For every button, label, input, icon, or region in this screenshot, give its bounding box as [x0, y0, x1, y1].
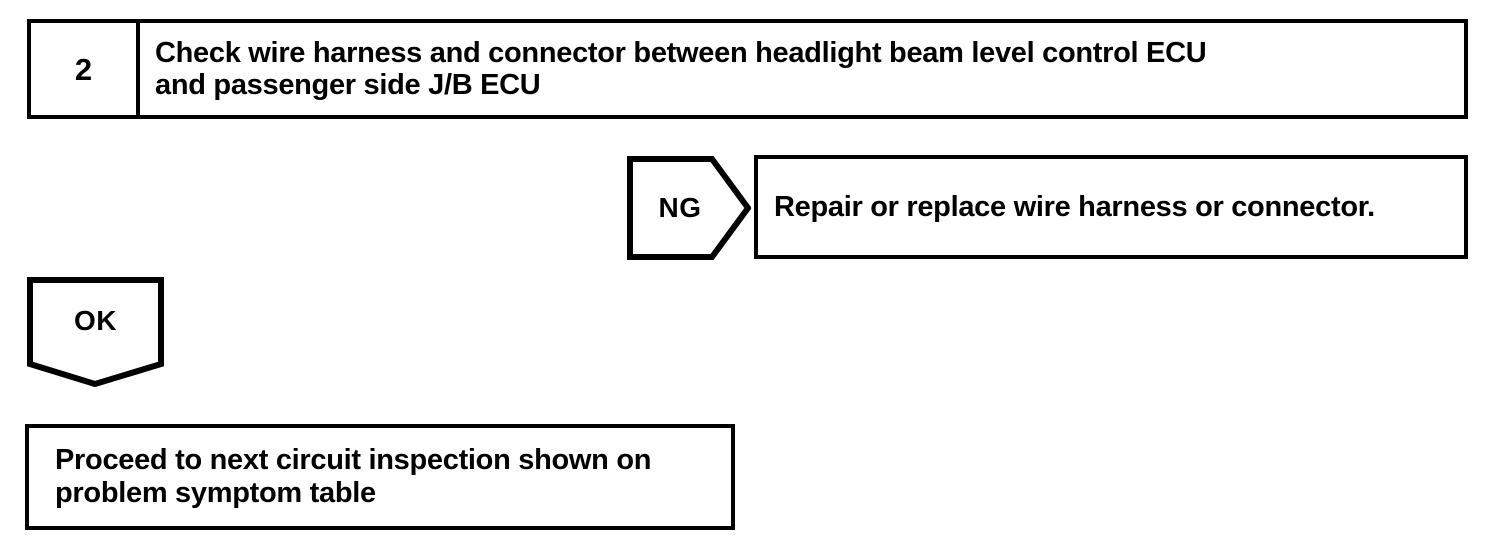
- step-instruction-cell: Check wire harness and connector between…: [140, 23, 1464, 115]
- ng-result-text: Repair or replace wire harness or connec…: [774, 190, 1375, 223]
- ok-result-text: Proceed to next circuit inspection shown…: [55, 443, 652, 509]
- ok-result-box: Proceed to next circuit inspection shown…: [25, 424, 735, 530]
- ng-branch-arrow: [627, 156, 751, 260]
- ok-branch-arrow: [27, 277, 164, 387]
- step-instruction-text: Check wire harness and connector between…: [155, 36, 1207, 101]
- ng-result-box: Repair or replace wire harness or connec…: [754, 155, 1468, 259]
- step-row: 2 Check wire harness and connector betwe…: [27, 19, 1468, 119]
- step-number: 2: [74, 51, 93, 87]
- step-number-cell: 2: [31, 23, 140, 115]
